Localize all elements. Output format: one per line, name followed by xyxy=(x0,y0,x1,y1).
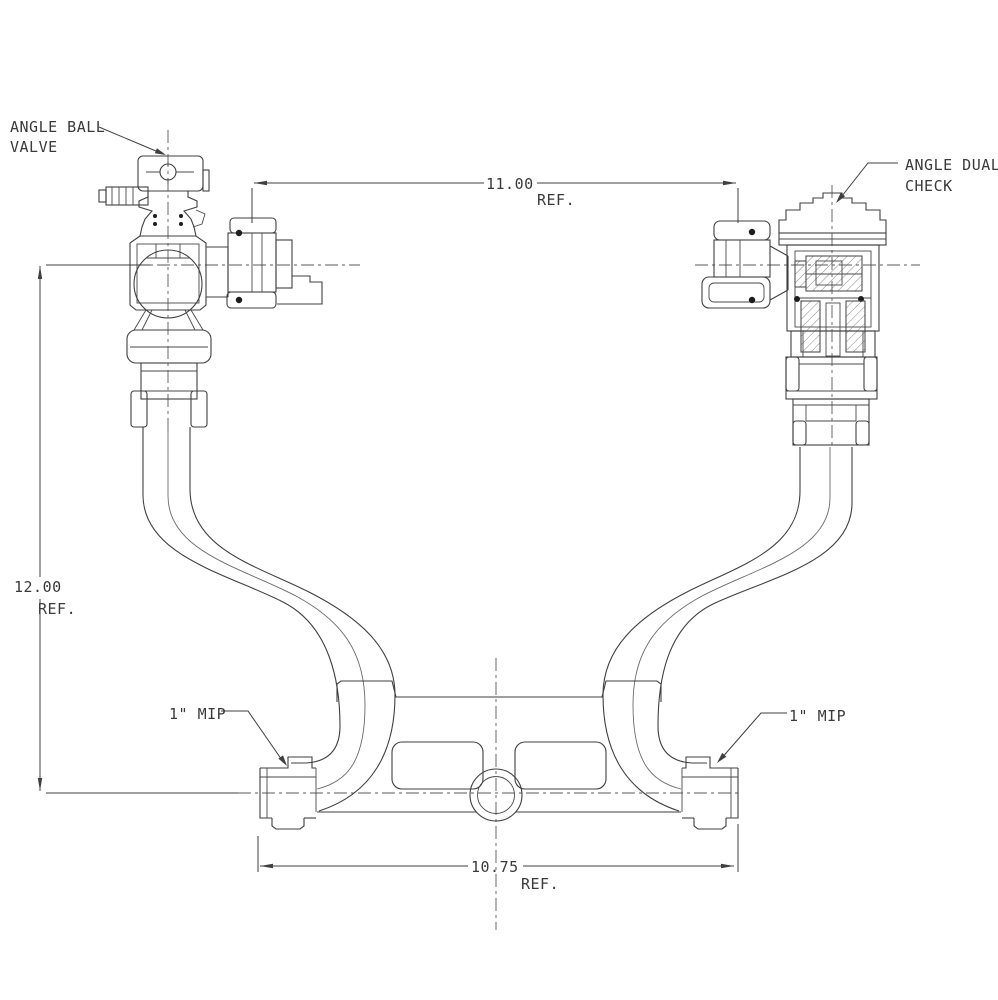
yoke-bar xyxy=(317,680,681,822)
centerlines xyxy=(85,130,920,930)
center-boss xyxy=(469,768,523,822)
label-angle-ball-valve: ANGLE BALL VALVE xyxy=(10,118,166,156)
angle-dual-check-label-line2: CHECK xyxy=(905,177,953,195)
dim-top-value: 11.00 xyxy=(486,175,534,193)
dimension-12-00: 12.00 REF. xyxy=(14,264,238,794)
ball xyxy=(133,249,203,319)
right-riser-pipe xyxy=(602,447,853,812)
check-cap xyxy=(778,192,887,233)
label-angle-dual-check: ANGLE DUAL CHECK xyxy=(836,156,998,203)
dim-bottom-value: 10.75 xyxy=(471,858,519,876)
dim-left-ref: REF. xyxy=(38,600,76,618)
inlet-spigot xyxy=(98,186,149,206)
meter-coupling-left xyxy=(206,217,323,309)
mip-right-label: 1" MIP xyxy=(789,707,846,725)
label-mip-left: 1" MIP xyxy=(169,705,287,766)
angle-ball-valve-label-line2: VALVE xyxy=(10,138,58,156)
dim-top-ref: REF. xyxy=(537,191,575,209)
right-mip-outlet xyxy=(681,756,739,830)
mip-left-label: 1" MIP xyxy=(169,705,226,723)
yoke-window-right xyxy=(514,741,607,790)
angle-ball-valve-label-line1: ANGLE BALL xyxy=(10,118,105,136)
meter-coupling-right xyxy=(701,220,789,309)
valve-head xyxy=(137,155,204,192)
angle-dual-check-label-line1: ANGLE DUAL xyxy=(905,156,998,174)
dim-bottom-ref: REF. xyxy=(521,875,559,893)
yoke-window-left xyxy=(391,741,484,790)
dimension-10-75: 10.75 REF. xyxy=(257,824,739,893)
left-mip-outlet xyxy=(259,756,317,830)
dim-left-value: 12.00 xyxy=(14,578,62,596)
dimension-11-00: 11.00 REF. xyxy=(251,175,739,223)
angle-ball-valve-assembly xyxy=(98,155,323,428)
label-mip-right: 1" MIP xyxy=(717,707,846,763)
left-riser-pipe xyxy=(142,427,396,812)
angle-dual-check-assembly xyxy=(701,192,887,446)
